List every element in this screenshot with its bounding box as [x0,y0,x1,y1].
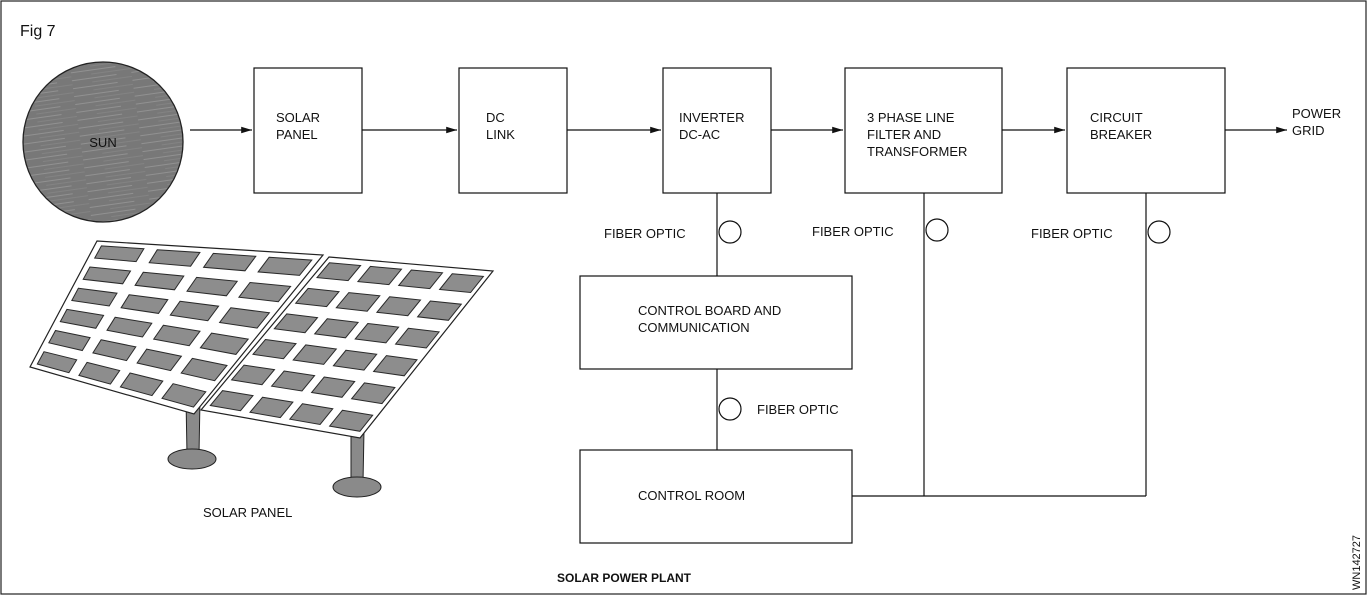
power-grid-label: POWER GRID [1292,106,1345,138]
figure-caption: SOLAR POWER PLANT [557,571,692,585]
solar-panel-illustration-label: SOLAR PANEL [203,505,292,520]
solar-panel-illustration [30,241,493,497]
sun: SUN [23,62,183,222]
fiber-optic-connector-icon [719,221,741,243]
fiber-optic-label-transformer: FIBER OPTIC [812,224,894,239]
sun-label: SUN [89,135,116,150]
panel-foot-right [333,477,381,497]
figure-code: WN142727 [1351,535,1363,590]
solar-cell [149,250,200,267]
fiber-optic-connector-icon [1148,221,1170,243]
fiber-optic-label-control: FIBER OPTIC [757,402,839,417]
fiber-optic-label-breaker: FIBER OPTIC [1031,226,1113,241]
control-room-block-label: CONTROL ROOM [638,488,745,503]
fiber-optic-connector-icon [719,398,741,420]
fiber-optic-connector-icon [926,219,948,241]
panel-foot-left [168,449,216,469]
fiber-optic-label-inverter: FIBER OPTIC [604,226,686,241]
figure-label: Fig 7 [20,23,56,40]
